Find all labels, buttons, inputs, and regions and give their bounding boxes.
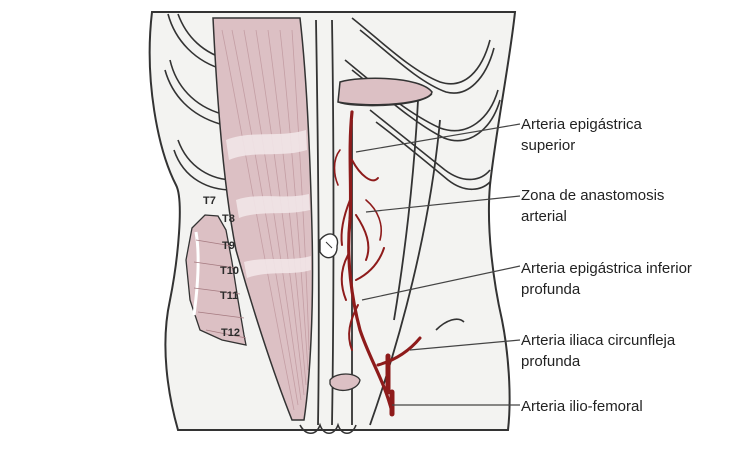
rectus-abdominis xyxy=(212,17,314,421)
pubic-edge xyxy=(299,422,357,435)
label-line: Arteria iliaca circunfleja xyxy=(521,332,676,349)
segment-label: T8 xyxy=(222,213,235,225)
spinal-segment-labels: T7 T8 T9 T10 T11 T12 xyxy=(203,195,240,339)
segment-label: T7 xyxy=(203,195,216,207)
label-zona-anastomosis: Zona de anastomosis arterial xyxy=(521,185,664,227)
label-line: Arteria ilio-femoral xyxy=(521,398,643,415)
label-line: Arteria epigástrica xyxy=(521,116,642,133)
left-rib-cage xyxy=(164,13,235,191)
label-arteria-epigastrica-inferior: Arteria epigástrica inferior profunda xyxy=(521,258,692,300)
label-line: superior xyxy=(521,137,576,154)
segment-label: T10 xyxy=(220,265,239,277)
label-line: Arteria epigástrica inferior xyxy=(521,260,692,277)
umbilicus xyxy=(319,233,339,259)
label-line: arterial xyxy=(521,208,567,225)
label-line: Zona de anastomosis xyxy=(521,187,665,204)
leader-lines xyxy=(355,123,521,406)
label-line: profunda xyxy=(521,353,581,370)
segment-label: T11 xyxy=(220,290,238,302)
label-arteria-epigastrica-superior: Arteria epigástrica superior xyxy=(521,114,642,156)
segment-label: T9 xyxy=(222,240,235,252)
lower-muscle-flap xyxy=(329,373,361,391)
label-arteria-iliaca-circunfleja: Arteria iliaca circunfleja profunda xyxy=(521,330,675,372)
label-line: profunda xyxy=(521,281,581,298)
label-arteria-ilio-femoral: Arteria ilio-femoral xyxy=(521,396,643,417)
upper-muscle-flap xyxy=(337,77,433,106)
epigastric-arteries xyxy=(333,110,422,417)
iliac-crest xyxy=(435,318,465,331)
segment-label: T12 xyxy=(221,327,240,339)
